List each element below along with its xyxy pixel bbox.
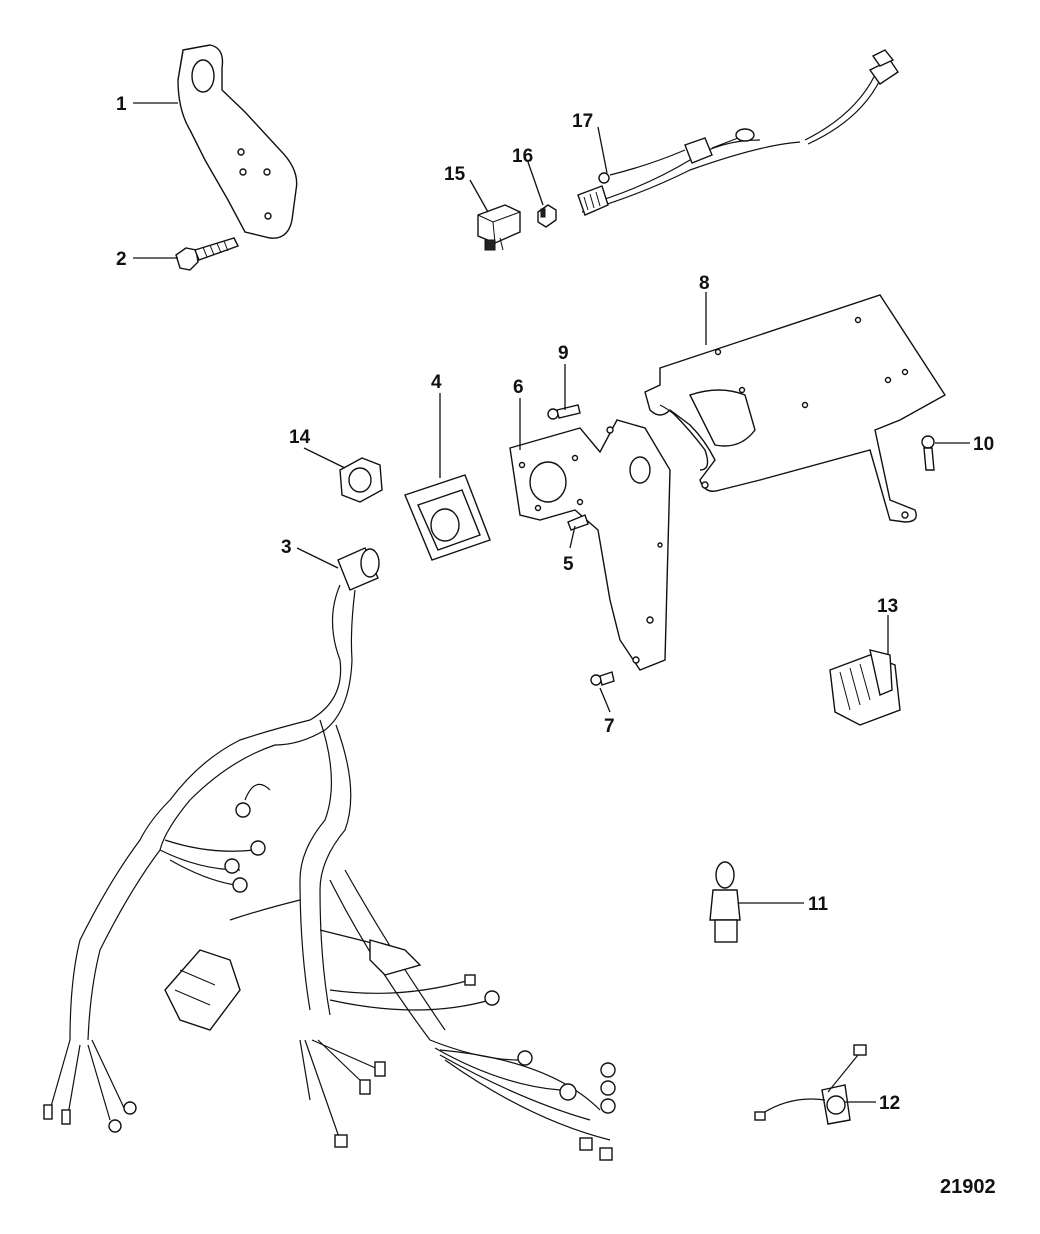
part-6-bracket — [509, 419, 671, 671]
callout-16: 16 — [512, 146, 533, 167]
callout-15: 15 — [444, 164, 466, 185]
part-11-socket — [709, 861, 741, 943]
callout-1: 1 — [116, 94, 127, 115]
part-13-connector — [829, 649, 901, 726]
part-15-relay — [477, 204, 521, 251]
callout-5: 5 — [563, 554, 574, 575]
callout-13: 13 — [877, 596, 898, 617]
part-12-sensor — [754, 1044, 867, 1125]
part-10-bolt — [921, 435, 935, 471]
part-2-bolt — [175, 237, 239, 271]
part-8-plate — [644, 294, 946, 523]
figure-number: 21902 — [940, 1176, 996, 1198]
callout-6: 6 — [513, 377, 524, 398]
callout-11: 11 — [808, 894, 829, 915]
part-16-fuse — [537, 204, 557, 228]
callout-8: 8 — [699, 273, 710, 294]
part-1-bracket — [177, 44, 298, 239]
part-5-screw — [567, 514, 589, 531]
callout-14: 14 — [289, 427, 311, 448]
part-9-screw — [547, 404, 581, 420]
part-4-boot — [404, 474, 491, 561]
part-14-nut — [339, 457, 383, 503]
callout-9: 9 — [558, 343, 569, 364]
callout-7: 7 — [604, 716, 615, 737]
part-7-screw — [590, 671, 615, 686]
part-17-harness — [577, 49, 899, 216]
callout-17: 17 — [572, 111, 593, 132]
leader-lines — [133, 102, 970, 1103]
callout-3: 3 — [281, 537, 292, 558]
callout-labels: 1 2 3 4 5 6 7 8 9 10 11 12 13 14 15 16 1… — [116, 94, 994, 1114]
callout-10: 10 — [973, 434, 994, 455]
callout-4: 4 — [431, 372, 442, 393]
part-3-harness — [43, 547, 616, 1161]
callout-12: 12 — [879, 1093, 900, 1114]
callout-2: 2 — [116, 249, 127, 270]
